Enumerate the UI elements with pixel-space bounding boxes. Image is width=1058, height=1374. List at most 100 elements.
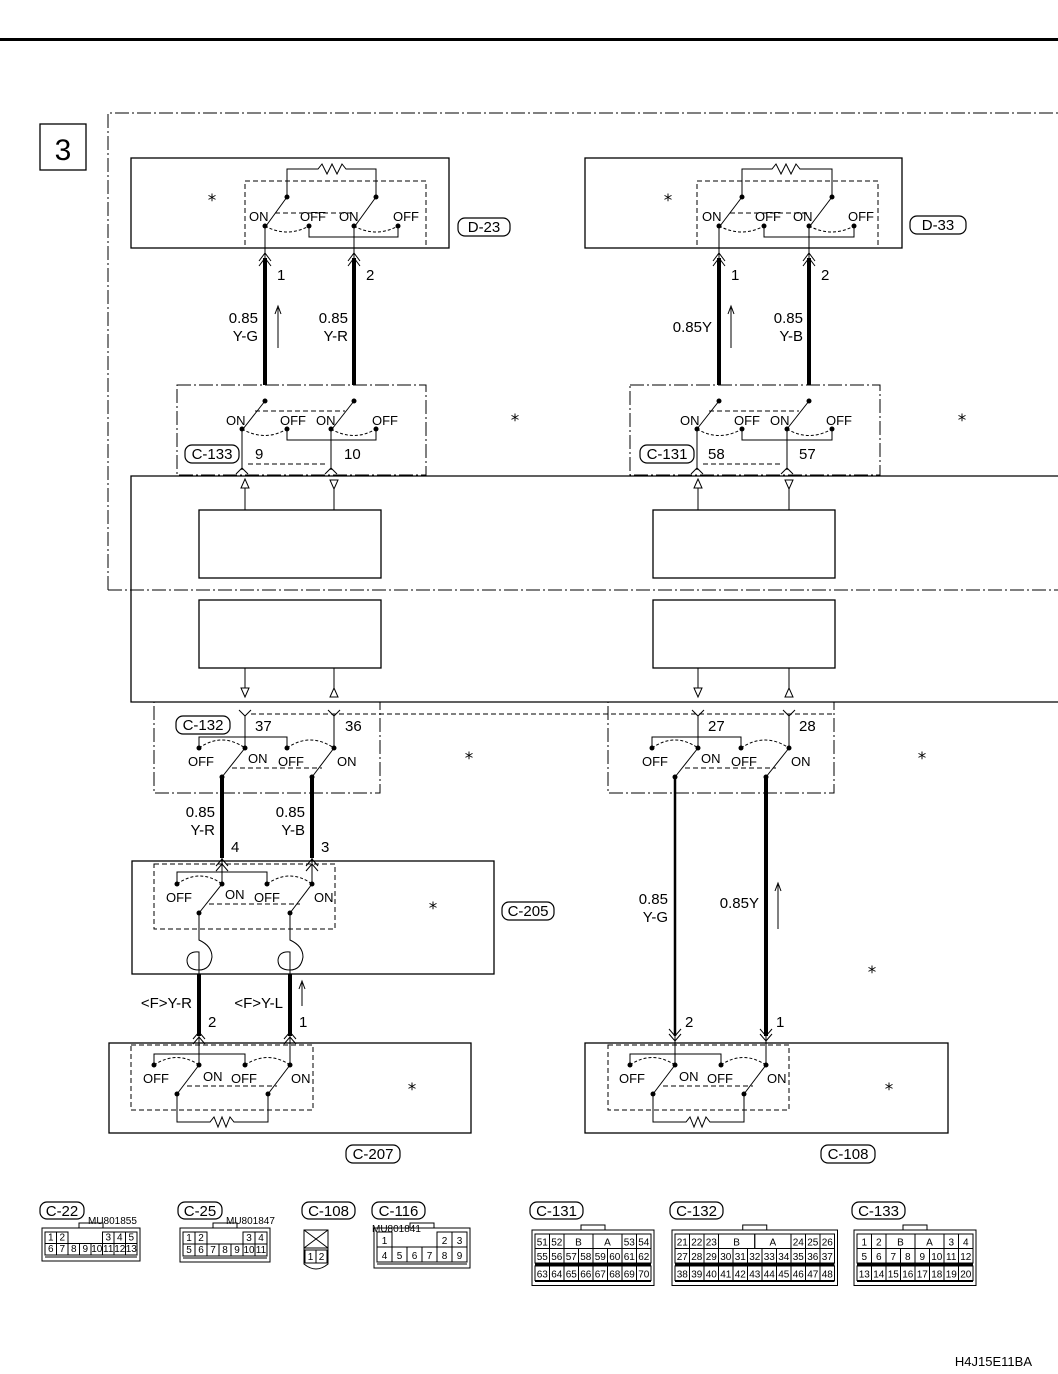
connector-pin-label: 10 bbox=[243, 1245, 255, 1256]
signal-arrow-icon bbox=[240, 477, 250, 489]
switch-blade-icon bbox=[786, 400, 810, 430]
connector-symbol-icon bbox=[235, 467, 338, 475]
internal-circuit-block bbox=[198, 599, 382, 669]
connector-pin-label: 4 bbox=[258, 1233, 264, 1244]
connector-pin-label: 9 bbox=[457, 1251, 463, 1262]
connector-pin-label: 18 bbox=[931, 1270, 943, 1281]
connector-pin-label: B bbox=[733, 1238, 740, 1249]
svg-text:2: 2 bbox=[208, 1014, 216, 1031]
connector-pin-label: 11 bbox=[256, 1245, 267, 1256]
switch-blade-icon bbox=[719, 196, 743, 227]
svg-text:*: * bbox=[664, 191, 673, 211]
connector-pin-label: 5 bbox=[861, 1252, 867, 1263]
c205-component: OFF ON OFF ON * bbox=[131, 858, 495, 975]
d33-wires: 1 2 0.85Y 0.85 Y-B bbox=[673, 252, 829, 385]
connector-view-id: C-133 bbox=[858, 1203, 899, 1220]
connector-pin-label: 21 bbox=[677, 1238, 689, 1249]
svg-text:OFF: OFF bbox=[188, 754, 214, 769]
connector-tag-c108 bbox=[820, 1144, 876, 1164]
switch-blade-icon bbox=[198, 883, 223, 914]
connector-pin-label: 31 bbox=[735, 1252, 747, 1263]
connector-pin-label: 39 bbox=[691, 1270, 703, 1281]
connector-tag-c207 bbox=[345, 1144, 401, 1164]
svg-text:<F>Y-R: <F>Y-R bbox=[141, 995, 192, 1012]
connector-pin-label: 11 bbox=[946, 1252, 957, 1263]
section-number-box bbox=[39, 123, 87, 171]
connector-pin-label: 46 bbox=[793, 1270, 805, 1281]
svg-text:ON: ON bbox=[337, 754, 357, 769]
svg-text:0.85Y: 0.85Y bbox=[720, 895, 759, 912]
connector-pin-label: 5 bbox=[397, 1251, 403, 1262]
c205-wires: 0.85 Y-R 0.85 Y-B 4 3 bbox=[186, 777, 329, 872]
svg-text:1: 1 bbox=[776, 1014, 784, 1031]
switch-blade-icon bbox=[696, 400, 720, 430]
svg-text:Y-R: Y-R bbox=[191, 822, 216, 839]
c108-component: OFF ON OFF ON * bbox=[584, 1036, 949, 1134]
connector-pin-label: 6 bbox=[412, 1251, 418, 1262]
svg-text:ON: ON bbox=[248, 751, 268, 766]
svg-text:0.85: 0.85 bbox=[639, 891, 668, 908]
svg-text:ON: ON bbox=[702, 209, 722, 224]
switch-blade-icon bbox=[221, 747, 246, 778]
svg-text:OFF: OFF bbox=[278, 754, 304, 769]
svg-text:*: * bbox=[958, 411, 967, 431]
connector-pin-label: 41 bbox=[720, 1270, 732, 1281]
internal-circuit-block bbox=[652, 599, 836, 669]
connector-pin-label: 12 bbox=[114, 1244, 126, 1255]
connector-latch-icon bbox=[742, 1224, 768, 1231]
connector-pin-label: 30 bbox=[720, 1252, 732, 1263]
connector-pin-label: 43 bbox=[749, 1270, 761, 1281]
svg-text:3: 3 bbox=[321, 839, 329, 856]
connector-pin-label: A bbox=[770, 1238, 777, 1249]
svg-text:*: * bbox=[465, 749, 474, 769]
connector-pin-label: 38 bbox=[677, 1270, 689, 1281]
signal-arrow-icon bbox=[329, 479, 339, 491]
current-arrow-icon bbox=[727, 304, 735, 348]
svg-text:ON: ON bbox=[226, 413, 246, 428]
svg-text:37: 37 bbox=[255, 718, 272, 735]
svg-text:OFF: OFF bbox=[731, 754, 757, 769]
connector-pin-label: 67 bbox=[595, 1270, 607, 1281]
switch-blade-icon bbox=[743, 1064, 767, 1095]
svg-text:OFF: OFF bbox=[300, 209, 326, 224]
connector-pin-label: 61 bbox=[624, 1252, 636, 1263]
svg-text:ON: ON bbox=[225, 887, 245, 902]
svg-text:36: 36 bbox=[345, 718, 362, 735]
svg-text:C-131: C-131 bbox=[647, 446, 688, 463]
connector-view-id: C-132 bbox=[676, 1203, 717, 1220]
connector-pin-label: 6 bbox=[876, 1252, 882, 1263]
connector-pin-label: 9 bbox=[234, 1245, 240, 1256]
connector-view-tag bbox=[39, 1201, 85, 1220]
svg-text:*: * bbox=[511, 411, 520, 431]
connector-view-id: C-108 bbox=[308, 1203, 349, 1220]
connector-part-number: MU801841 bbox=[372, 1224, 421, 1235]
connector-pin-label: 64 bbox=[551, 1270, 563, 1281]
svg-text:*: * bbox=[408, 1080, 417, 1100]
connector-pin-label: 13 bbox=[859, 1270, 871, 1281]
svg-text:2: 2 bbox=[821, 267, 829, 284]
connector-view-id: C-22 bbox=[46, 1203, 79, 1220]
d33-component: * ON OFF ON OFF bbox=[584, 157, 903, 258]
connector-pin-label: B bbox=[897, 1238, 904, 1249]
connector-view-tag bbox=[371, 1201, 426, 1220]
svg-text:Y-G: Y-G bbox=[643, 909, 668, 926]
svg-text:0.85: 0.85 bbox=[229, 310, 258, 327]
svg-text:2: 2 bbox=[685, 1014, 693, 1031]
svg-text:OFF: OFF bbox=[231, 1071, 257, 1086]
svg-text:Y-B: Y-B bbox=[779, 328, 803, 345]
connector-pin-label: 4 bbox=[382, 1251, 388, 1262]
c131-component: ON OFF ON OFF 58 57 * bbox=[629, 384, 967, 476]
connector-pin bbox=[451, 1246, 468, 1263]
connector-tag-c205 bbox=[501, 901, 555, 921]
switch-blade-icon bbox=[765, 747, 790, 778]
connector-pin-label: A bbox=[604, 1238, 611, 1249]
connector-pin-label: 70 bbox=[638, 1270, 650, 1281]
connector-pin-label: 33 bbox=[764, 1252, 776, 1263]
connector-symbol-icon bbox=[690, 467, 794, 475]
connector-tag-c132 bbox=[175, 715, 231, 735]
connector-pin-label: 48 bbox=[822, 1270, 834, 1281]
